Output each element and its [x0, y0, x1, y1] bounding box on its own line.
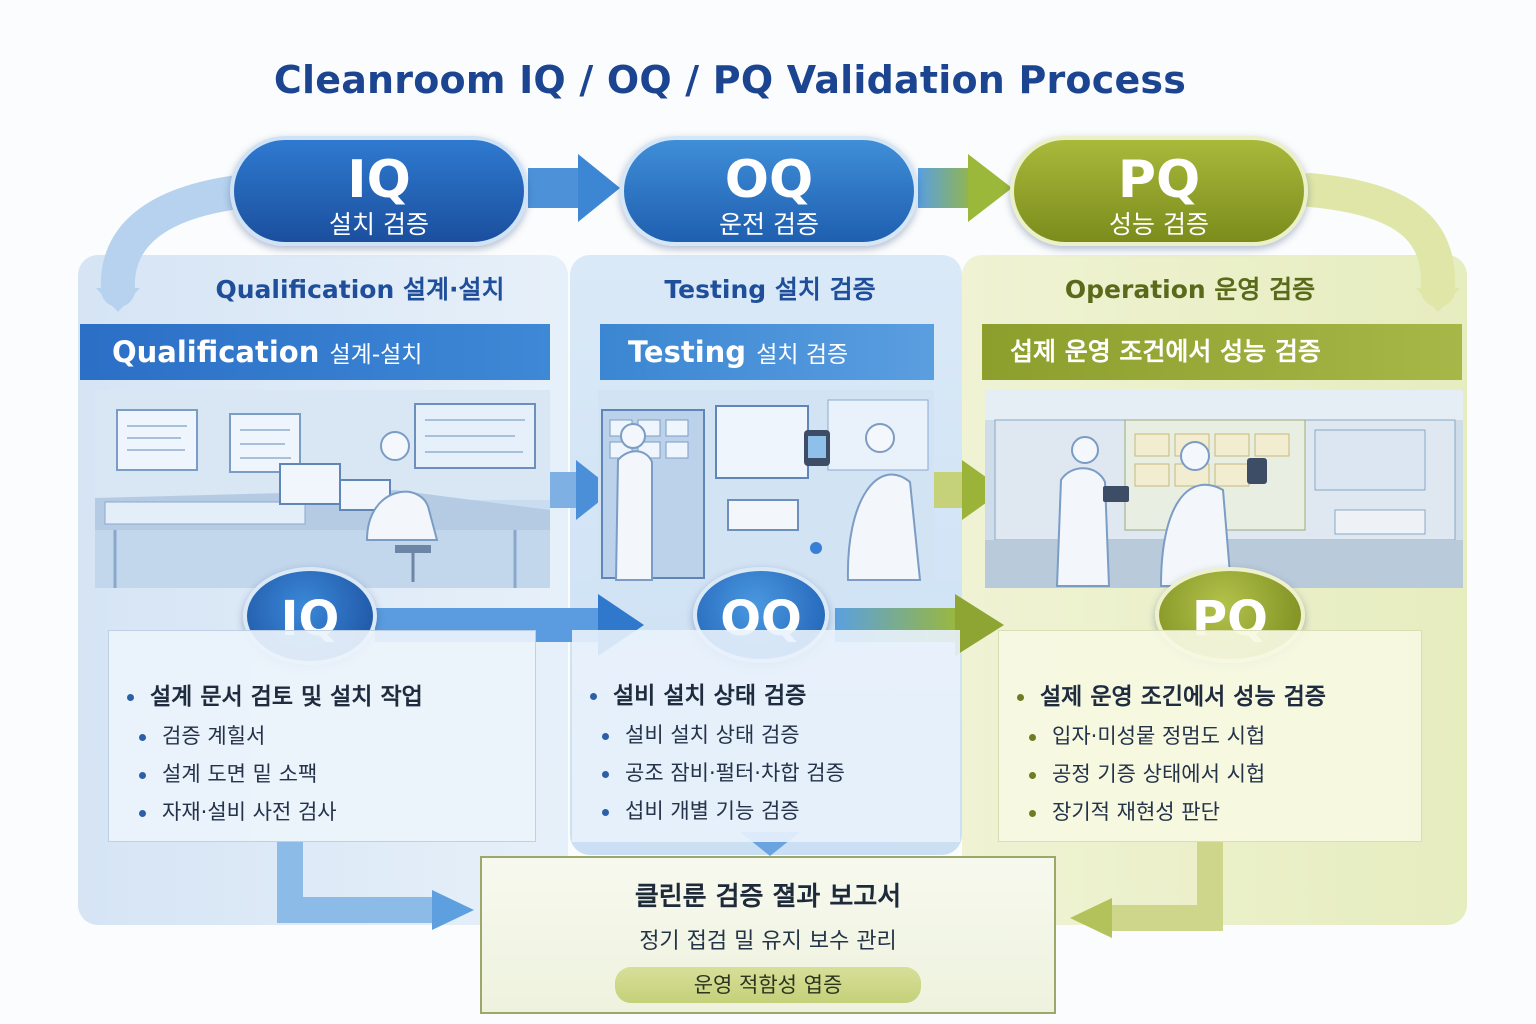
iq-code: IQ [347, 150, 411, 210]
list-item: 설제 운영 조긴에서 성능 검증 [1017, 677, 1326, 717]
bullet-icon [590, 693, 597, 700]
pq-head: 설제 운영 조긴에서 성능 검증 [1040, 684, 1326, 710]
iq-pill: IQ 설치 검증 [230, 136, 528, 246]
pq-subtitle: Operation 운영 검증 [1064, 275, 1316, 304]
pq-item: 입자·미성뭍 정멈도 시헙 [1052, 724, 1266, 748]
oq-pill: OQ 운전 검증 [620, 136, 918, 246]
report-subtitle: 정기 접검 밀 유지 보수 관리 [639, 929, 897, 954]
pq-item: 장기적 재현성 판단 [1052, 800, 1220, 824]
oq-item: 섭비 개별 기능 검증 [625, 799, 800, 823]
bullet-icon [1017, 694, 1024, 701]
iq-name: 설치 검증 [329, 210, 429, 239]
iq-item: 설계 도면 밑 소팩 [162, 762, 318, 786]
list-item: 섭비 개별 기능 검증 [590, 792, 845, 830]
oq-code: OQ [724, 150, 814, 210]
list-item: 설비 설치 상태 검증 [590, 676, 845, 716]
iq-subtitle: Qualification 설계·설치 [215, 275, 505, 304]
oq-details: 설비 설치 상태 검증 설비 설치 상태 검증 공조 잠비·펄터·차합 검증 섭… [572, 630, 960, 842]
validation-report: 클린룬 검증 졀과 보고서 정기 접검 밀 유지 보수 관리 운영 적함성 엽증 [480, 856, 1056, 1014]
bullet-icon [127, 694, 134, 701]
list-item: 장기적 재현성 판단 [1017, 793, 1326, 831]
bullet-icon [139, 809, 146, 817]
pq-item: 공정 기증 상태에서 시헙 [1052, 762, 1266, 786]
pq-illustration [985, 390, 1463, 588]
bullet-icon [602, 770, 609, 778]
report-badge: 운영 적함성 엽증 [615, 967, 921, 1003]
list-item: 공조 잠비·펄터·차합 검증 [590, 754, 845, 792]
list-item: 검증 계힐서 [127, 717, 423, 755]
iq-item: 자재·설비 사전 검사 [162, 800, 337, 824]
oq-banner-kr: 설치 검증 [756, 342, 849, 368]
iq-details: 설계 문서 검토 및 설치 작업 검증 계힐서 설계 도면 밑 소팩 자재·설비… [108, 630, 536, 842]
oq-subtitle: Testing 설치 검증 [664, 275, 876, 304]
oq-item: 공조 잠비·펄터·차합 검증 [625, 761, 845, 785]
list-item: 설계 도면 밑 소팩 [127, 755, 423, 793]
pq-banner: 섭제 운영 조건에서 성능 검증 [982, 324, 1462, 380]
bullet-icon [602, 732, 609, 740]
oq-banner-en: Testing [628, 335, 747, 369]
pq-details: 설제 운영 조긴에서 성능 검증 입자·미성뭍 정멈도 시헙 공정 기증 상태에… [998, 630, 1422, 842]
iq-banner: Qualification 설계-설치 [80, 324, 550, 380]
oq-head: 설비 설치 상태 검증 [613, 683, 807, 709]
bullet-icon [139, 733, 146, 741]
list-item: 자재·설비 사전 검사 [127, 793, 423, 831]
oq-illustration [598, 390, 934, 588]
iq-item: 검증 계힐서 [162, 724, 266, 748]
pq-pill: PQ 성능 검증 [1010, 136, 1308, 246]
list-item: 입자·미성뭍 정멈도 시헙 [1017, 717, 1326, 755]
iq-banner-en: Qualification [112, 335, 320, 369]
pq-name: 성능 검증 [1109, 210, 1209, 239]
bullet-icon [139, 771, 146, 779]
pq-code: PQ [1117, 150, 1201, 210]
report-title: 클린룬 검증 졀과 보고서 [634, 882, 902, 912]
list-item: 설계 문서 검토 및 설치 작업 [127, 677, 423, 717]
bullet-icon [1029, 809, 1036, 817]
iq-illustration [95, 390, 550, 588]
iq-banner-kr: 설계-설치 [329, 342, 423, 368]
iq-head: 설계 문서 검토 및 설치 작업 [150, 684, 423, 710]
bullet-icon [1029, 771, 1036, 779]
list-item: 공정 기증 상태에서 시헙 [1017, 755, 1326, 793]
list-item: 설비 설치 상태 검증 [590, 716, 845, 754]
bullet-icon [602, 808, 609, 816]
oq-item: 설비 설치 상태 검증 [625, 723, 800, 747]
page-title: Cleanroom IQ / OQ / PQ Validation Proces… [273, 58, 1187, 102]
oq-banner: Testing 설치 검증 [600, 324, 934, 380]
bullet-icon [1029, 733, 1036, 741]
oq-name: 운전 검증 [719, 210, 819, 239]
